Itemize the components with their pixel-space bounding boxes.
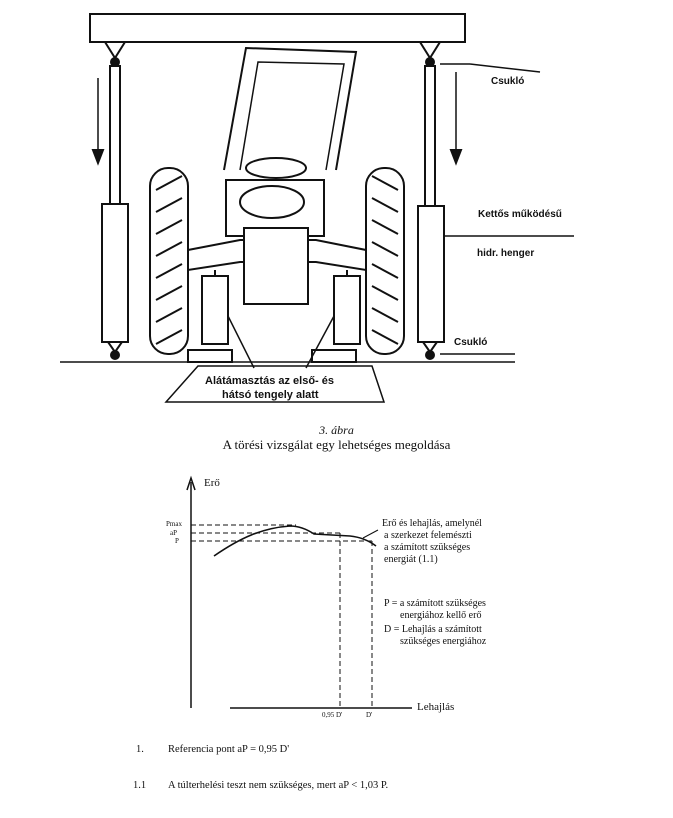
curve-annotation-line2: a szerkezet felemészti <box>384 530 472 541</box>
y-tick-pmax: Pmax <box>166 520 182 528</box>
figure-title: A törési vizsgálat egy lehetséges megold… <box>222 437 451 452</box>
legend-p-line1: P = a számított szükséges <box>384 598 486 609</box>
label-hidr-henger: hidr. henger <box>477 248 535 259</box>
y-axis-label: Erő <box>204 477 220 489</box>
label-support-line2: hátsó tengely alatt <box>222 389 319 401</box>
label-csuklo-bottom: Csukló <box>454 337 488 348</box>
legend-p-line2: energiához kellő erő <box>400 610 482 621</box>
legend-d-line1: D = Lehajlás a számított <box>384 624 482 635</box>
curve-annotation-line1: Erő és lehajlás, amelynél <box>382 518 482 529</box>
x-axis-label: Lehajlás <box>417 701 455 713</box>
force-deflection-diagram <box>186 475 412 709</box>
label-csuklo-top: Csukló <box>491 76 525 87</box>
note-1-text: Referencia pont aP = 0,95 D' <box>168 744 290 755</box>
y-tick-ap: aP <box>170 529 177 537</box>
note-2-number: 1.1 <box>133 780 147 791</box>
curve-annotation-line4: energiát (1.1) <box>384 554 438 565</box>
note-1-number: 1. <box>136 744 144 755</box>
label-kettos-mukodesu: Kettős működésű <box>478 209 562 220</box>
tractor-test-rig-diagram <box>60 13 574 403</box>
y-tick-p: P <box>175 537 179 545</box>
figure-number: 3. ábra <box>319 423 354 437</box>
note-2-text: A túlterhelési teszt nem szükséges, mert… <box>168 780 389 791</box>
curve-annotation-line3: a számított szükséges <box>384 542 471 553</box>
x-tick-d: D' <box>366 711 373 719</box>
legend-d-line2: szükséges energiához <box>400 636 487 647</box>
x-tick-095d: 0,95 D' <box>322 711 343 719</box>
label-support-line1: Alátámasztás az első- és <box>205 375 335 387</box>
